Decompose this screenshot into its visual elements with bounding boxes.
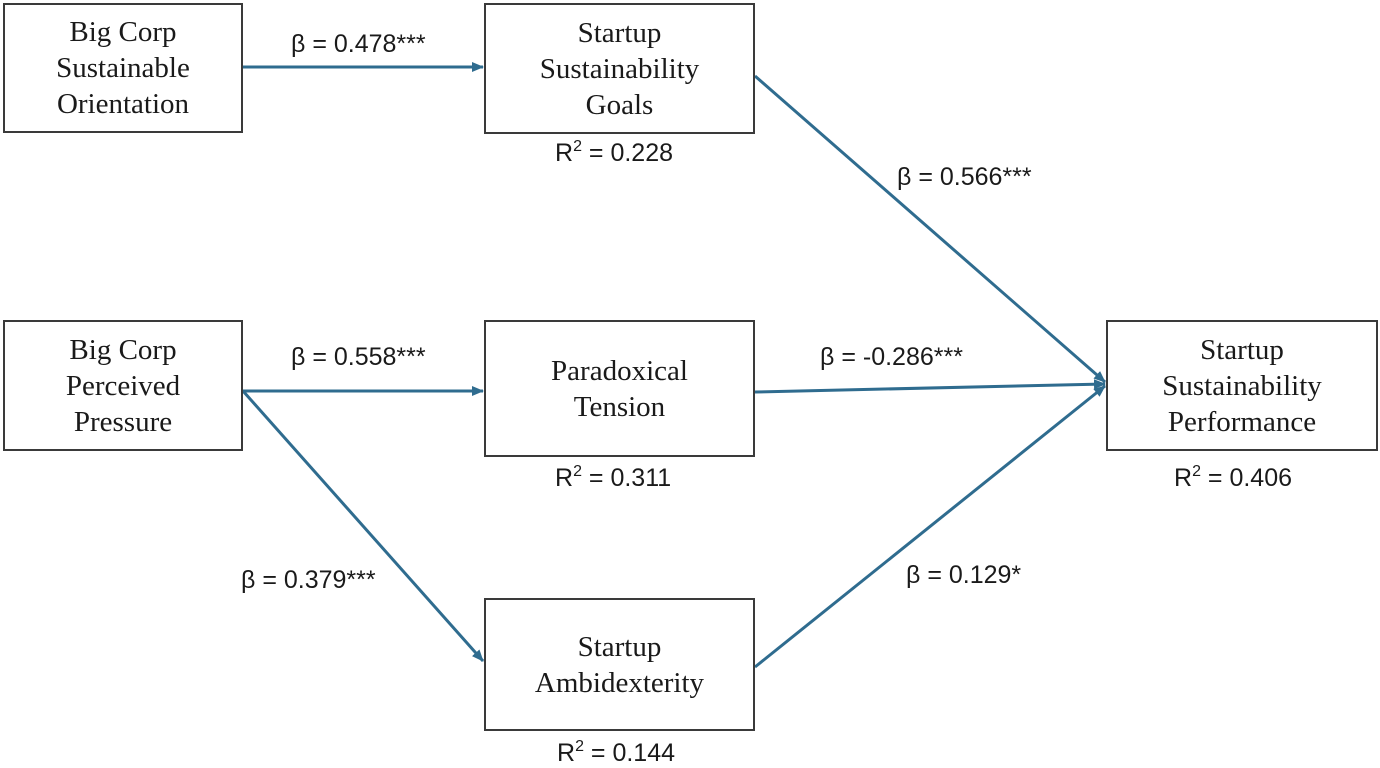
- beta-goals-to-performance: β = 0.566***: [897, 163, 1032, 191]
- node-startup-sustainability-performance: Startup Sustainability Performance: [1106, 320, 1378, 451]
- r-squared-goals: R2 = 0.228: [555, 138, 673, 168]
- node-label: Big Corp Sustainable Orientation: [56, 16, 190, 120]
- beta-pressure-to-ambidexterity: β = 0.379***: [241, 566, 376, 594]
- node-label: Paradoxical Tension: [551, 354, 688, 423]
- r-squared-superscript: 2: [573, 138, 582, 155]
- r-squared-ambidexterity: R2 = 0.144: [557, 738, 675, 768]
- r-squared-prefix: R: [555, 139, 574, 167]
- beta-pressure-to-tension: β = 0.558***: [291, 343, 426, 371]
- arrow-goals-to-performance: [754, 74, 1106, 384]
- node-label: Startup Sustainability Goals: [539, 16, 700, 121]
- arrow-pressure-to-ambidexterity: [241, 390, 485, 662]
- node-big-corp-perceived-pressure: Big Corp Perceived Pressure: [3, 320, 243, 451]
- node-startup-sustainability-goals: Startup Sustainability Goals: [484, 3, 755, 134]
- r-squared-superscript: 2: [1192, 463, 1201, 480]
- r-squared-superscript: 2: [575, 738, 584, 755]
- r-squared-superscript: 2: [573, 463, 582, 480]
- beta-orientation-to-goals: β = 0.478***: [291, 30, 426, 58]
- arrow-ambidexterity-to-performance: [754, 384, 1106, 669]
- node-startup-ambidexterity: Startup Ambidexterity: [484, 598, 755, 731]
- r-squared-prefix: R: [555, 464, 574, 492]
- node-big-corp-sustainable-orientation: Big Corp Sustainable Orientation: [3, 3, 243, 133]
- r-squared-value: = 0.311: [581, 464, 672, 492]
- node-label: Big Corp Perceived Pressure: [65, 333, 181, 438]
- r-squared-prefix: R: [557, 739, 576, 767]
- r-squared-value: = 0.144: [583, 739, 676, 767]
- r-squared-value: = 0.406: [1200, 464, 1293, 492]
- r-squared-prefix: R: [1174, 464, 1193, 492]
- beta-tension-to-performance: β = -0.286***: [820, 343, 963, 371]
- node-label: Startup Sustainability Performance: [1162, 333, 1322, 438]
- node-paradoxical-tension: Paradoxical Tension: [484, 320, 755, 457]
- beta-ambidexterity-to-performance: β = 0.129*: [906, 561, 1022, 589]
- r-squared-value: = 0.228: [581, 139, 674, 167]
- r-squared-performance: R2 = 0.406: [1174, 463, 1292, 493]
- r-squared-tension: R2 = 0.311: [555, 463, 671, 493]
- arrow-tension-to-performance: [754, 379, 1106, 394]
- node-label: Startup Ambidexterity: [534, 630, 705, 699]
